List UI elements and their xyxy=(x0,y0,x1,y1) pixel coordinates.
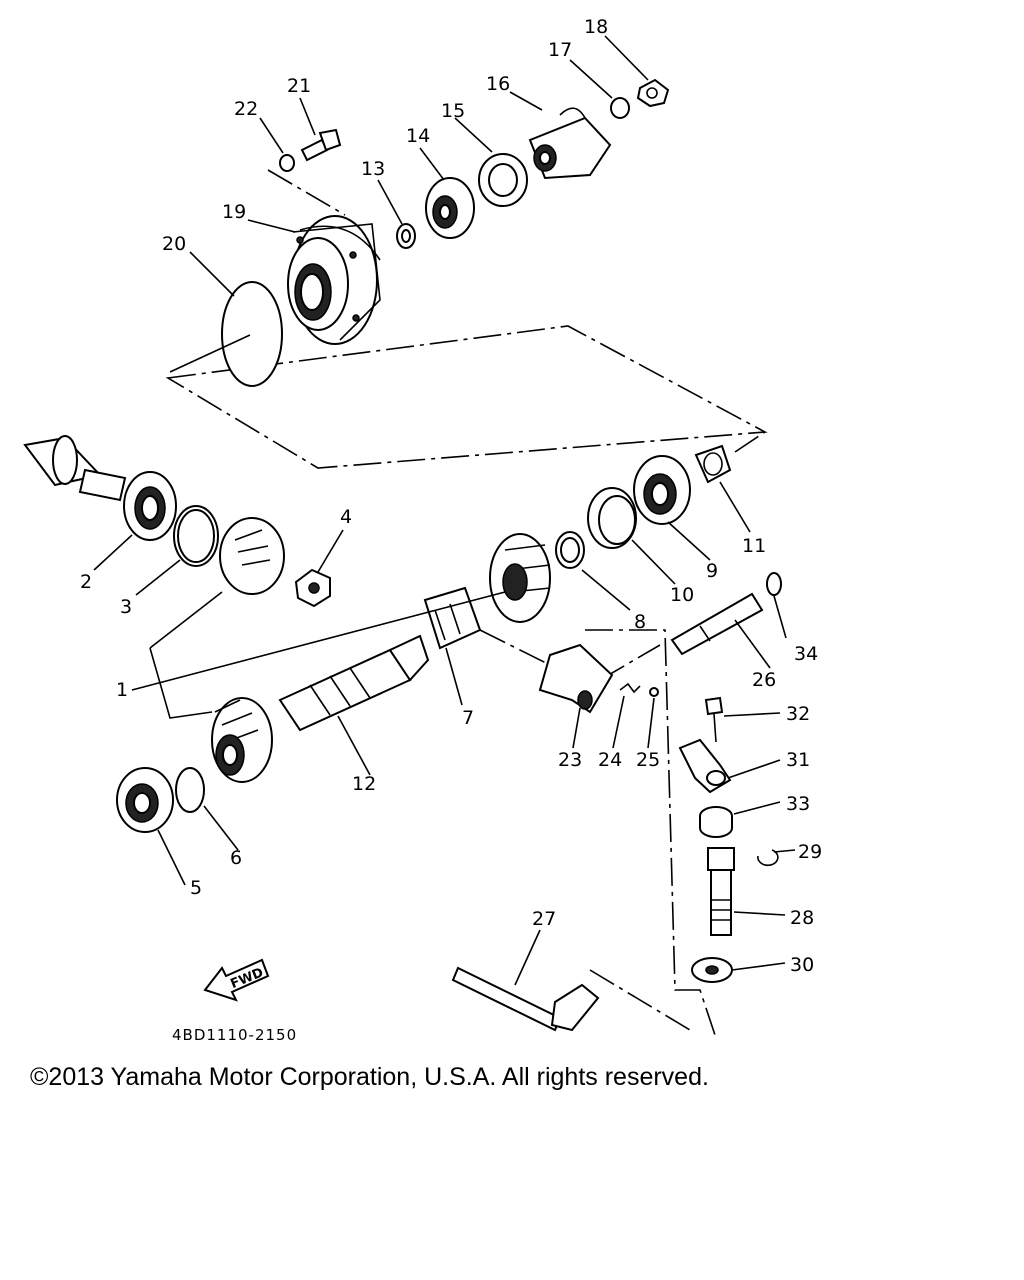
nut-4 xyxy=(294,568,331,608)
callout-31: 31 xyxy=(786,749,810,771)
callout-6: 6 xyxy=(230,847,242,869)
callout-13: 13 xyxy=(361,158,385,180)
bevel-gear-8-assembly xyxy=(489,531,585,623)
bearing-2 xyxy=(123,471,177,541)
lever-31 xyxy=(678,738,732,794)
oil-seal-9 xyxy=(633,455,691,525)
o-ring-3 xyxy=(173,505,219,567)
bearing-14 xyxy=(425,177,475,239)
callout-10: 10 xyxy=(670,584,694,606)
seal-15 xyxy=(478,153,528,207)
dog-clutch-7 xyxy=(423,586,482,650)
drive-shaft xyxy=(23,435,127,502)
main-shaft-12 xyxy=(278,634,430,732)
callout-27: 27 xyxy=(532,908,556,930)
shift-fork-23 xyxy=(538,643,614,714)
bearing-5 xyxy=(116,767,174,833)
callout-26: 26 xyxy=(752,669,776,691)
callout-5: 5 xyxy=(190,877,202,899)
collar-33 xyxy=(699,806,733,838)
callout-22: 22 xyxy=(234,98,258,120)
sleeve-10 xyxy=(587,487,637,549)
bolt-21 xyxy=(300,128,342,162)
shift-shaft-26 xyxy=(670,592,764,656)
forward-arrow-icon: FWD xyxy=(203,958,270,1002)
o-ring-34 xyxy=(766,572,782,596)
callout-21: 21 xyxy=(287,75,311,97)
callout-19: 19 xyxy=(222,201,246,223)
shim-6 xyxy=(175,767,205,813)
exploded-parts-diagram: FWD xyxy=(23,16,822,1044)
callout-11: 11 xyxy=(742,535,766,557)
callout-8: 8 xyxy=(634,611,646,633)
assembly-guide-lines xyxy=(165,169,768,1036)
shift-spindle-28 xyxy=(707,847,735,936)
bearing-housing-19 xyxy=(287,215,381,345)
shift-rod-27 xyxy=(451,966,600,1032)
washer-17 xyxy=(610,97,630,119)
callout-17: 17 xyxy=(548,39,572,61)
retainer-11 xyxy=(694,444,732,484)
callout-32: 32 xyxy=(786,703,810,725)
callout-3: 3 xyxy=(120,596,132,618)
callout-20: 20 xyxy=(162,233,186,255)
washer-22 xyxy=(279,154,295,172)
pinion-gear-1 xyxy=(211,697,273,783)
yoke-16 xyxy=(528,107,612,180)
callout-28: 28 xyxy=(790,907,814,929)
callout-1: 1 xyxy=(116,679,128,701)
callout-24: 24 xyxy=(598,749,622,771)
callout-12: 12 xyxy=(352,773,376,795)
cover-gasket-20 xyxy=(169,281,283,387)
callout-23: 23 xyxy=(558,749,582,771)
bolt-32 xyxy=(704,696,724,743)
callout-15: 15 xyxy=(441,100,465,122)
callout-4: 4 xyxy=(340,506,352,528)
callout-9: 9 xyxy=(706,560,718,582)
diagram-reference-code: 4BD1110-2150 xyxy=(172,1026,297,1044)
callout-7: 7 xyxy=(462,707,474,729)
callout-33: 33 xyxy=(786,793,810,815)
callout-30: 30 xyxy=(790,954,814,976)
leader-lines xyxy=(93,35,796,986)
callout-25: 25 xyxy=(636,749,660,771)
callout-2: 2 xyxy=(80,571,92,593)
spring-24 xyxy=(619,682,641,694)
washer-13 xyxy=(396,223,416,249)
copyright-notice: ©2013 Yamaha Motor Corporation, U.S.A. A… xyxy=(30,1063,709,1091)
circlip-29 xyxy=(757,849,779,867)
ball-25 xyxy=(649,687,659,697)
callout-18: 18 xyxy=(584,16,608,38)
callout-29: 29 xyxy=(798,841,822,863)
callout-14: 14 xyxy=(406,125,430,147)
plate-30 xyxy=(691,957,733,983)
callout-16: 16 xyxy=(486,73,510,95)
callout-labels: 18 17 16 21 22 15 14 13 19 20 4 11 9 2 3… xyxy=(80,16,822,976)
nut-18 xyxy=(636,78,670,108)
bevel-gear-ring xyxy=(219,517,285,595)
callout-34: 34 xyxy=(794,643,818,665)
